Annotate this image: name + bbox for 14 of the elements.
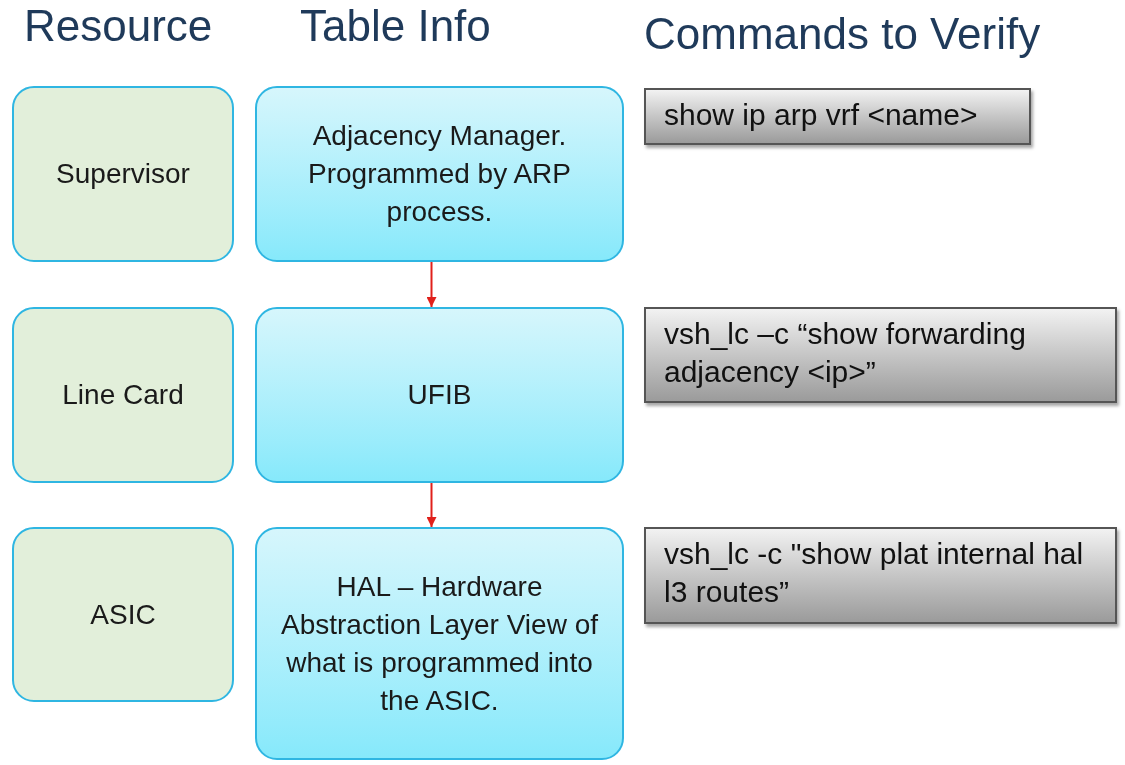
arrow <box>426 261 437 308</box>
resource-box: ASIC <box>12 527 234 702</box>
column-heading: Table Info <box>300 0 491 52</box>
table-info-box: Adjacency Manager. Programmed by ARP process. <box>255 86 624 262</box>
table-info-box: UFIB <box>255 307 624 483</box>
resource-box: Supervisor <box>12 86 234 262</box>
table-info-box: HAL – Hardware Abstraction Layer View of what is programmed into the ASIC. <box>255 527 624 760</box>
command-box: show ip arp vrf <name> <box>644 88 1031 145</box>
command-box: vsh_lc –c “show forwarding adjacency <ip>” <box>644 307 1117 403</box>
column-heading: Resource <box>24 0 213 52</box>
arrow <box>426 482 437 528</box>
command-box: vsh_lc -c "show plat internal hal l3 routes” <box>644 527 1117 624</box>
resource-box: Line Card <box>12 307 234 483</box>
column-heading: Commands to Verify <box>644 8 1041 60</box>
